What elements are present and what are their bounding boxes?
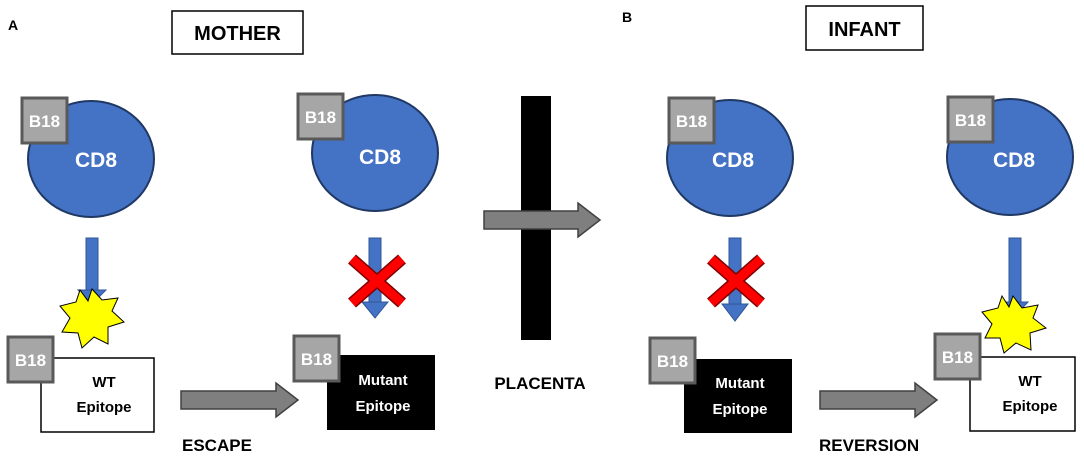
- cd8-label-3: CD8: [712, 149, 754, 172]
- mother-title: MOTHER: [194, 23, 281, 45]
- hla-b18-label-5: B18: [676, 112, 707, 131]
- hla-b18-label-4: B18: [301, 350, 332, 369]
- panel-b-letter: B: [622, 9, 632, 25]
- starburst-icon: [981, 294, 1048, 354]
- red-x-icon: [707, 254, 765, 308]
- hla-b18-label-3: B18: [305, 108, 336, 127]
- reversion-label: REVERSION: [819, 436, 919, 455]
- wt-epitope-box-2: WT Epitope: [969, 356, 1076, 432]
- mother-title-box: MOTHER: [171, 10, 304, 55]
- epitope-label-4: Epitope: [1003, 398, 1058, 415]
- epitope-label-3: Epitope: [713, 401, 768, 418]
- infant-title-box: INFANT: [805, 5, 924, 51]
- hla-b18-tag-1: B18: [20, 96, 69, 145]
- hla-b18-tag-3: B18: [296, 92, 345, 141]
- wt-label-2: WT: [1018, 373, 1041, 390]
- epitope-label-1: Epitope: [77, 399, 132, 416]
- wt-epitope-box-1: WT Epitope: [40, 357, 155, 433]
- hla-b18-tag-4: B18: [292, 334, 341, 383]
- infant-title: INFANT: [828, 19, 900, 41]
- mutant-label-1: Mutant: [358, 372, 407, 389]
- hla-b18-tag-8: B18: [933, 332, 982, 381]
- escape-arrow: [180, 381, 300, 419]
- epitope-label-2: Epitope: [356, 398, 411, 415]
- hla-b18-tag-5: B18: [667, 96, 716, 145]
- mutant-epitope-box-2: Mutant Epitope: [684, 359, 792, 433]
- wt-label-1: WT: [92, 374, 115, 391]
- hla-b18-tag-6: B18: [648, 336, 697, 385]
- hla-b18-label-7: B18: [955, 111, 986, 130]
- hla-b18-tag-2: B18: [6, 335, 55, 384]
- transmission-arrow: [483, 201, 602, 239]
- placenta-label: PLACENTA: [494, 374, 585, 393]
- cd8-label-2: CD8: [359, 146, 401, 169]
- starburst-icon: [59, 288, 125, 349]
- hla-b18-label-1: B18: [29, 112, 60, 131]
- escape-label: ESCAPE: [182, 436, 252, 455]
- cd8-label-1: CD8: [75, 149, 117, 172]
- red-x-icon: [348, 254, 406, 308]
- reversion-arrow: [819, 381, 939, 419]
- hla-b18-label-2: B18: [15, 351, 46, 370]
- hla-b18-label-8: B18: [942, 348, 973, 367]
- cd8-label-4: CD8: [993, 149, 1035, 172]
- mutant-epitope-box-1: Mutant Epitope: [327, 355, 435, 430]
- mutant-label-2: Mutant: [715, 375, 764, 392]
- hla-b18-label-6: B18: [657, 352, 688, 371]
- panel-a-letter: A: [8, 17, 18, 33]
- hla-b18-tag-7: B18: [946, 95, 995, 144]
